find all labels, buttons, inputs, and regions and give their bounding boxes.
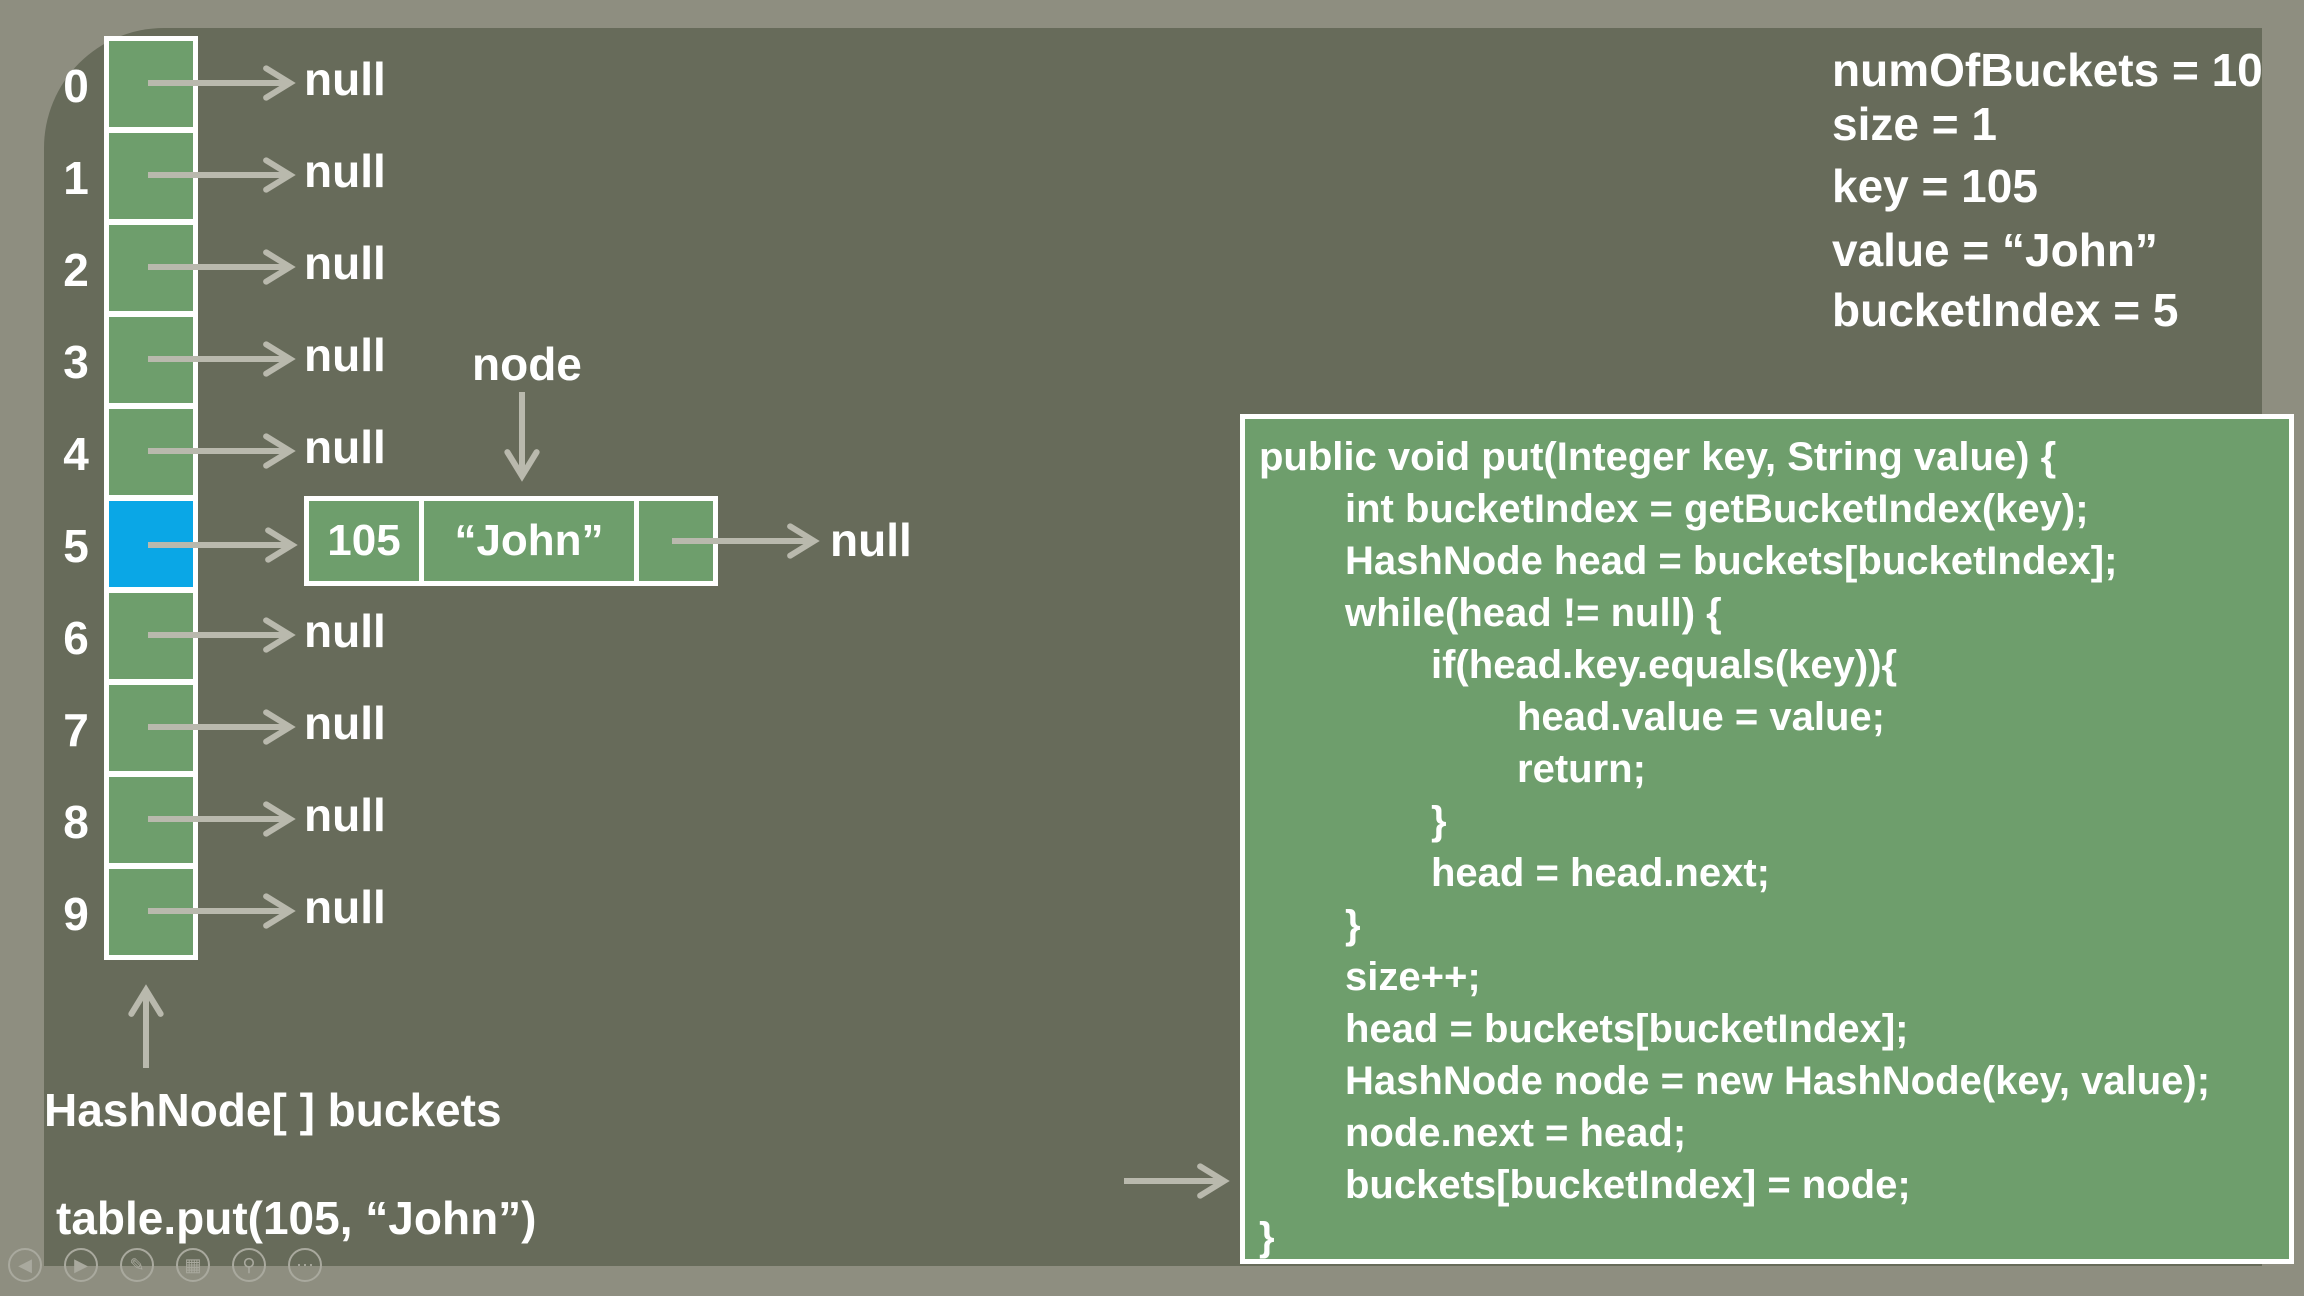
bucket-index-3: 3 (63, 336, 89, 388)
node-label-arrow (504, 392, 540, 482)
null-label-1: null (304, 145, 386, 197)
array-label-arrow (128, 984, 164, 1068)
null-label-2: null (304, 237, 386, 289)
code-line: } (1431, 799, 1447, 843)
bucket-index-8: 8 (63, 796, 89, 848)
code-line: while(head != null) { (1345, 591, 1722, 635)
var-key: key = 105 (1832, 160, 2038, 212)
bucket-arrow-6 (148, 617, 296, 653)
node-next-arrow (672, 523, 820, 559)
code-line: HashNode head = buckets[bucketIndex]; (1345, 539, 2118, 583)
bucket-arrow-9 (148, 893, 296, 929)
bucket-index-5: 5 (63, 520, 89, 572)
slides-icon[interactable]: ▦ (176, 1248, 210, 1282)
next-icon[interactable]: ▶ (64, 1248, 98, 1282)
code-line: } (1259, 1215, 1275, 1259)
null-label-3: null (304, 329, 386, 381)
node-value: “John” (424, 501, 639, 581)
code-line: if(head.key.equals(key)){ (1431, 643, 1898, 687)
code-panel: public void put(Integer key, String valu… (1240, 414, 2294, 1264)
code-line: public void put(Integer key, String valu… (1259, 435, 2057, 479)
bucket-index-9: 9 (63, 888, 89, 940)
call-arrow (1124, 1163, 1230, 1199)
code-line: int bucketIndex = getBucketIndex(key); (1345, 487, 2089, 531)
null-label-0: null (304, 53, 386, 105)
pen-icon[interactable]: ✎ (120, 1248, 154, 1282)
code-line: size++; (1345, 955, 1481, 999)
bucket-arrow-2 (148, 249, 296, 285)
bucket-index-0: 0 (63, 60, 89, 112)
null-label-8: null (304, 789, 386, 841)
code-line: head = buckets[bucketIndex]; (1345, 1007, 1909, 1051)
bucket-index-2: 2 (63, 244, 89, 296)
bucket-arrow-4 (148, 433, 296, 469)
more-icon[interactable]: ⋯ (288, 1248, 322, 1282)
node-next-null: null (830, 514, 912, 566)
hash-node: 105 “John” (304, 496, 718, 586)
zoom-icon[interactable]: ⚲ (232, 1248, 266, 1282)
null-label-4: null (304, 421, 386, 473)
null-label-7: null (304, 697, 386, 749)
bucket-index-4: 4 (63, 428, 89, 480)
node-label: node (472, 338, 582, 390)
null-label-9: null (304, 881, 386, 933)
call-label: table.put(105, “John”) (56, 1192, 537, 1244)
code-line: node.next = head; (1345, 1111, 1687, 1155)
bucket-arrow-7 (148, 709, 296, 745)
var-num-of-buckets: numOfBuckets = 10 (1832, 44, 2263, 96)
var-bucket-index: bucketIndex = 5 (1832, 284, 2179, 336)
bucket-arrow-0 (148, 65, 296, 101)
null-label-6: null (304, 605, 386, 657)
node-key: 105 (309, 501, 424, 581)
code-line: return; (1517, 747, 1646, 791)
bucket-index-7: 7 (63, 704, 89, 756)
bucket-index-6: 6 (63, 612, 89, 664)
code-line: buckets[bucketIndex] = node; (1345, 1163, 1911, 1207)
bucket-index-1: 1 (63, 152, 89, 204)
bucket-arrow-1 (148, 157, 296, 193)
var-value: value = “John” (1832, 224, 2158, 276)
code-line: head = head.next; (1431, 851, 1770, 895)
bucket-arrow-8 (148, 801, 296, 837)
array-label: HashNode[ ] buckets (44, 1084, 502, 1136)
code-line: head.value = value; (1517, 695, 1885, 739)
var-size: size = 1 (1832, 98, 1997, 150)
code-line: } (1345, 903, 1361, 947)
prev-icon[interactable]: ◀ (8, 1248, 42, 1282)
code-line: HashNode node = new HashNode(key, value)… (1345, 1059, 2211, 1103)
bucket-arrow-3 (148, 341, 296, 377)
bucket-arrow-5 (148, 527, 298, 563)
